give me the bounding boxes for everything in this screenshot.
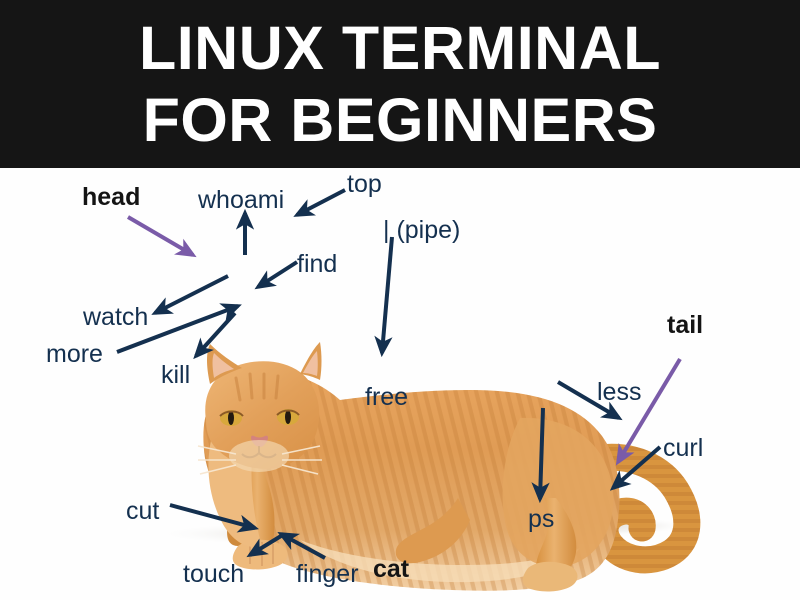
cat-eye-left-pupil xyxy=(228,411,234,425)
cat-ear-left-inner xyxy=(212,353,234,378)
cat-ear-right-inner xyxy=(303,351,318,376)
cat-belly xyxy=(300,540,580,583)
label-cat: cat xyxy=(373,555,410,583)
cat-rear-near-leg xyxy=(536,498,577,582)
title-line-2: FOR BEGINNERS xyxy=(142,86,658,154)
cat-forehead-stripes xyxy=(234,372,280,402)
title-line-1: LINUX TERMINAL xyxy=(138,14,662,82)
label-finger: finger xyxy=(296,560,359,588)
cat-rear-near-paw xyxy=(522,561,578,592)
label-cut: cut xyxy=(126,497,160,525)
label-ps: ps xyxy=(528,505,555,533)
cat-whiskers xyxy=(197,445,322,475)
label-free: free xyxy=(365,383,409,411)
cat-haunch xyxy=(502,417,614,568)
title-banner: LINUX TERMINAL FOR BEGINNERS xyxy=(0,0,800,168)
cat-rear-hock xyxy=(395,498,470,564)
label-curl: curl xyxy=(663,434,704,462)
cat-tail-stripes xyxy=(586,443,701,574)
label-head: head xyxy=(82,183,141,211)
label-find: find xyxy=(297,250,338,278)
label-top: top xyxy=(347,170,382,198)
label-tail: tail xyxy=(667,311,704,339)
label-touch: touch xyxy=(183,560,245,588)
cat-head xyxy=(205,361,320,469)
label-kill: kill xyxy=(161,361,191,389)
label-less: less xyxy=(597,378,642,406)
cat-eye-right-pupil xyxy=(285,410,291,424)
label-watch: watch xyxy=(83,303,149,331)
label-more: more xyxy=(46,340,103,368)
label-whoami: whoami xyxy=(198,186,285,214)
label-pipe: | (pipe) xyxy=(383,216,461,244)
cat-muzzle xyxy=(229,440,289,472)
cat-eye-liner xyxy=(219,409,300,417)
